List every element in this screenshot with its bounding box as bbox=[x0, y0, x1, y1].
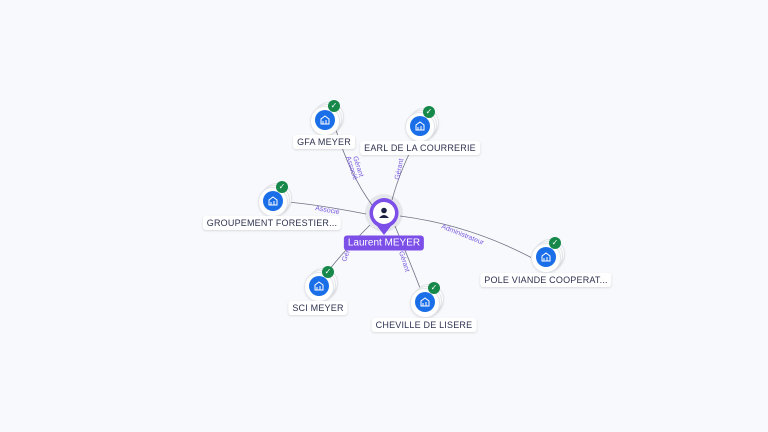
person-label[interactable]: Laurent MEYER bbox=[343, 235, 425, 251]
edge-label: Administrateur bbox=[440, 223, 485, 247]
person-icon bbox=[369, 198, 399, 235]
company-node-earl[interactable]: ✓ bbox=[405, 106, 439, 142]
building-icon bbox=[536, 247, 556, 267]
company-node-cheville[interactable]: ✓ bbox=[410, 282, 444, 318]
edge-cheville bbox=[394, 225, 421, 289]
building-icon bbox=[315, 110, 335, 130]
company-node-groupement[interactable]: ✓ bbox=[258, 181, 292, 217]
company-label[interactable]: GROUPEMENT FORESTIER... bbox=[202, 216, 342, 230]
company-label[interactable]: CHEVILLE DE LISERE bbox=[371, 318, 477, 332]
company-label[interactable]: SCI MEYER bbox=[288, 301, 348, 315]
building-icon bbox=[309, 276, 329, 296]
edge-label: Gérant bbox=[394, 158, 405, 180]
verified-check-icon: ✓ bbox=[423, 106, 435, 118]
edge-label: Gérant bbox=[397, 250, 410, 273]
verified-check-icon: ✓ bbox=[328, 100, 340, 112]
verified-check-icon: ✓ bbox=[549, 237, 561, 249]
company-node-sci-meyer[interactable]: ✓ bbox=[304, 266, 338, 302]
edge-groupement bbox=[287, 201, 367, 215]
verified-check-icon: ✓ bbox=[428, 282, 440, 294]
company-node-gfa-meyer[interactable]: ✓ bbox=[310, 100, 344, 136]
company-label[interactable]: POLE VIANDE COOPERAT... bbox=[480, 273, 612, 287]
company-node-pole-viande[interactable]: ✓ bbox=[531, 237, 565, 273]
building-icon bbox=[263, 191, 283, 211]
building-icon bbox=[415, 292, 435, 312]
verified-check-icon: ✓ bbox=[322, 266, 334, 278]
verified-check-icon: ✓ bbox=[276, 181, 288, 193]
person-node[interactable] bbox=[369, 198, 399, 235]
edge-pole bbox=[399, 215, 533, 259]
building-icon bbox=[410, 116, 430, 136]
edge-label: Associé bbox=[315, 205, 340, 216]
company-label[interactable]: EARL DE LA COURRERIE bbox=[360, 141, 480, 155]
company-label[interactable]: GFA MEYER bbox=[293, 135, 355, 149]
